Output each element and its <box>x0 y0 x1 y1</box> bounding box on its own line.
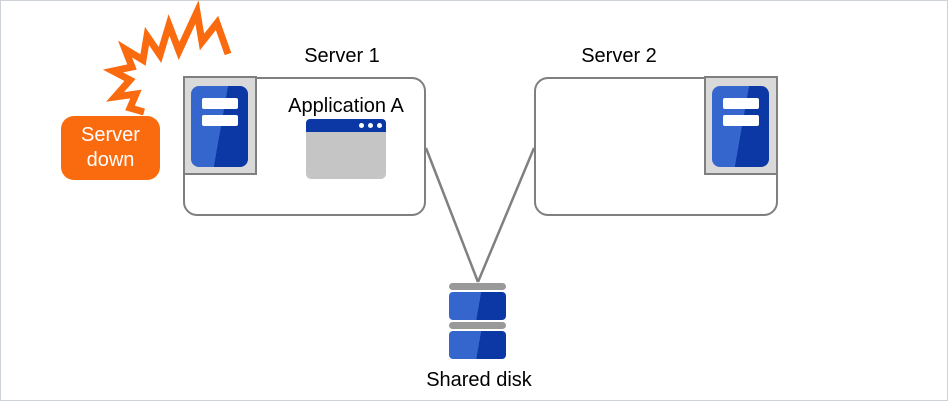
server-down-line1: Server <box>81 124 140 146</box>
connector-server2-disk <box>476 147 536 283</box>
server2-label: Server 2 <box>581 45 657 67</box>
server-down-callout: Server down <box>61 116 160 180</box>
server-tower-body <box>712 86 769 167</box>
server-tower-body <box>191 86 248 167</box>
application-label: Application A <box>288 95 404 117</box>
window-dot-icon <box>368 123 373 128</box>
shared-disk-label: Shared disk <box>426 369 532 391</box>
shared-disk-icon <box>449 283 506 359</box>
application-window-body <box>306 132 386 179</box>
server-tower-icon <box>704 76 778 175</box>
server-slot <box>723 115 759 126</box>
connector-server1-disk <box>424 147 480 283</box>
server-slot <box>202 115 238 126</box>
server1-label: Server 1 <box>304 45 380 67</box>
server-slot <box>202 98 238 109</box>
application-window-titlebar <box>306 119 386 132</box>
disk-platter <box>449 331 506 359</box>
server-tower-icon <box>183 76 257 175</box>
window-dot-icon <box>359 123 364 128</box>
application-window-icon <box>306 119 386 179</box>
window-dot-icon <box>377 123 382 128</box>
disk-platter <box>449 292 506 320</box>
server-down-line2: down <box>86 149 135 171</box>
disk-cap <box>449 322 506 329</box>
application-window-buttons <box>359 123 382 128</box>
server-slot <box>723 98 759 109</box>
disk-cap <box>449 283 506 290</box>
